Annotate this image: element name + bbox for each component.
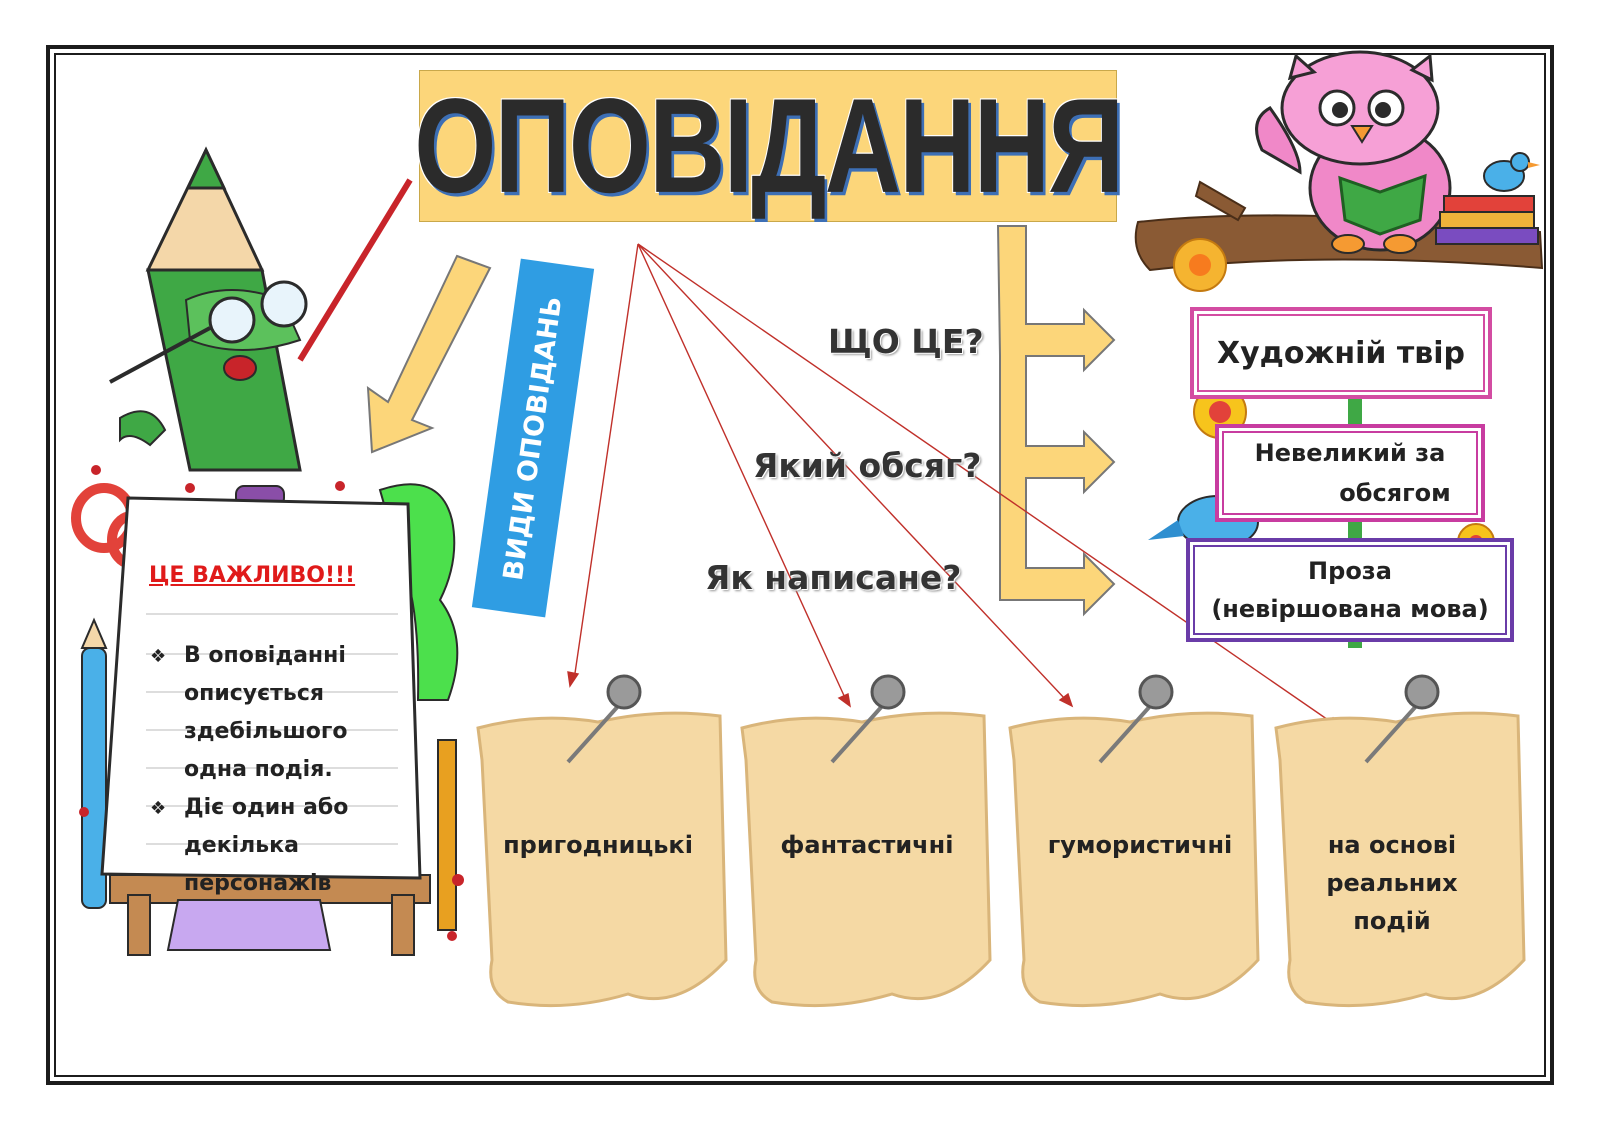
question-connector-arrows	[996, 225, 1116, 617]
story-type-text: реальних	[1326, 869, 1458, 897]
note-line-text: персонажів	[184, 871, 332, 896]
answer-size-line-2: обсягом	[1339, 479, 1451, 507]
pencil-teacher-icon	[109, 146, 413, 472]
note-line: описується	[150, 675, 400, 713]
title-banner: ОПОВІДАННЯ	[414, 70, 1124, 222]
story-type-text: пригодницькі	[503, 831, 693, 859]
pushpin-icon	[1098, 674, 1174, 764]
story-type-text: фантастичні	[780, 831, 954, 859]
arrow-to-note-icon	[366, 254, 492, 454]
type-connector-lines	[567, 243, 1342, 729]
diamond-bullet-icon: ❖	[150, 798, 167, 819]
poster-inner-frame	[54, 53, 1546, 1077]
answer-form-line-2: (невіршована мова)	[1211, 595, 1489, 623]
story-type-text: подій	[1353, 907, 1431, 935]
parchment-scroll	[1274, 711, 1526, 1008]
pushpin-icon	[1364, 674, 1440, 764]
diamond-bullet-icon: ❖	[150, 646, 167, 667]
note-list: ❖ В оповіданні описується здебільшого одна п…	[150, 637, 400, 903]
question-form: Як написане?	[705, 558, 962, 597]
note-line-text: Діє один або	[184, 795, 349, 820]
pushpin-icon	[830, 674, 906, 764]
note-line-text: здебільшого	[184, 719, 348, 744]
note-line-text: описується	[184, 681, 324, 706]
story-type-label: гумористичні	[1024, 826, 1256, 864]
answer-sign-what: Художній твір	[1190, 307, 1492, 399]
poster-outer-frame	[46, 45, 1554, 1085]
story-type-label: пригодницькі	[488, 826, 708, 864]
note-line: ❖ Діє один або	[150, 789, 400, 827]
note-line: одна подія.	[150, 751, 400, 789]
answer-form-line-1: Проза	[1308, 557, 1392, 585]
flower-icon	[1173, 238, 1227, 292]
story-type-scrolls	[476, 674, 1526, 1008]
note-heading: ЦЕ ВАЖЛИВО!!!	[149, 563, 356, 588]
parchment-scroll	[1008, 711, 1260, 1008]
page-title: ОПОВІДАННЯ	[413, 70, 1124, 222]
answer-what-text: Художній твір	[1217, 335, 1465, 371]
easel-board-icon	[71, 465, 464, 956]
story-type-label: фантастичні	[762, 826, 972, 864]
note-line: ❖ В оповіданні	[150, 637, 400, 675]
note-line-text: одна подія.	[184, 757, 333, 782]
note-line: декілька	[150, 827, 400, 865]
book-stack-icon	[1435, 195, 1539, 245]
story-type-text: гумористичні	[1047, 831, 1233, 859]
story-type-label: на основі реальних подій	[1292, 826, 1492, 940]
note-line-text: декілька	[184, 833, 299, 858]
parchment-scroll	[740, 711, 992, 1008]
answer-size-line-1: Невеликий за	[1254, 439, 1446, 467]
question-what: ЩО ЦЕ?	[828, 322, 984, 361]
note-line: здебільшого	[150, 713, 400, 751]
owl-reading-icon	[1134, 50, 1544, 272]
pushpin-icon	[566, 674, 642, 764]
blue-bird-icon	[1483, 152, 1540, 192]
answer-sign-size: Невеликий за обсягом	[1215, 424, 1485, 522]
note-line: персонажів	[150, 865, 400, 903]
parchment-scroll	[476, 711, 728, 1008]
story-type-text: на основі	[1327, 831, 1457, 859]
answer-sign-form: Проза (невіршована мова)	[1186, 538, 1514, 642]
question-size: Який обсяг?	[753, 446, 982, 485]
note-line-text: В оповіданні	[184, 643, 346, 668]
